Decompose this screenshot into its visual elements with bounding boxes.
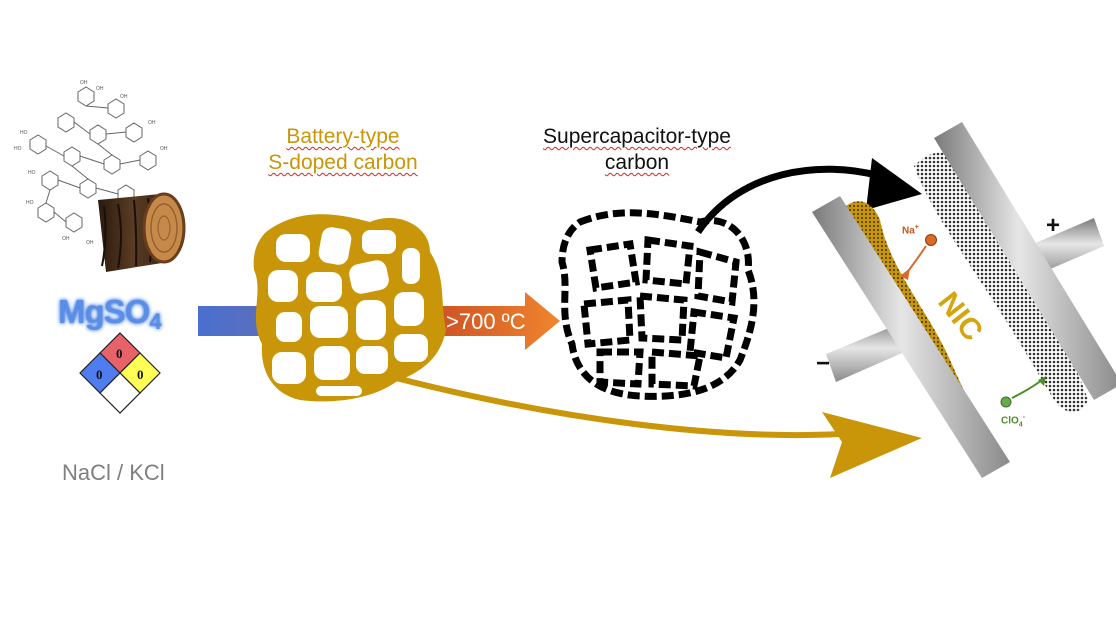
clo4-ion-charge: - bbox=[1022, 414, 1026, 421]
wood-log-icon bbox=[98, 192, 186, 272]
svg-text:HO: HO bbox=[14, 146, 22, 152]
mgso4-main: MgSO bbox=[58, 293, 150, 330]
svg-text:HO: HO bbox=[26, 200, 34, 206]
salt-template-label: NaCl / KCl bbox=[62, 460, 165, 485]
svg-text:OH: OH bbox=[86, 240, 94, 246]
temperature-label: >700 ºC bbox=[446, 309, 526, 334]
supercap-carbon-label: Supercapacitor-type carbon bbox=[526, 124, 748, 176]
clo4-ion-sub: 4 bbox=[1018, 421, 1023, 429]
negative-terminal-sign: − bbox=[816, 350, 831, 377]
hazard-flammability-value: 0 bbox=[116, 346, 123, 361]
hazard-health-value: 0 bbox=[96, 367, 103, 382]
hazard-reactivity-value: 0 bbox=[137, 367, 144, 382]
mgso4-sub: 4 bbox=[149, 309, 161, 334]
clo4-ion-label: ClO4- bbox=[1001, 414, 1025, 428]
clo4-ion-path bbox=[1011, 379, 1043, 399]
battery-carbon-label: Battery-type S-doped carbon bbox=[258, 124, 428, 176]
battery-arrowhead bbox=[822, 412, 922, 478]
na-ion-charge: + bbox=[914, 224, 919, 231]
battery-label-line2: S-doped carbon bbox=[268, 151, 418, 174]
positive-terminal-sign: + bbox=[1046, 212, 1061, 239]
na-ion-text: Na bbox=[902, 225, 915, 237]
supercap-arrow bbox=[695, 165, 881, 234]
svg-text:HO: HO bbox=[28, 170, 36, 176]
supercap-label-line1: Supercapacitor-type bbox=[543, 125, 731, 148]
svg-text:OH: OH bbox=[120, 94, 128, 100]
svg-text:HO: HO bbox=[20, 130, 28, 136]
na-ion-icon bbox=[925, 234, 937, 246]
mgso4-label: MgSO4 bbox=[58, 293, 162, 335]
tannin-molecule bbox=[29, 86, 157, 233]
cathode-supercap-carbon bbox=[914, 152, 1088, 413]
na-ion-label: Na+ bbox=[902, 224, 919, 236]
supercap-carbon-particle bbox=[558, 209, 758, 400]
svg-text:OH: OH bbox=[62, 236, 70, 242]
battery-carbon-particle bbox=[253, 214, 446, 402]
cathode-electrode-rod bbox=[934, 122, 1116, 400]
svg-text:OH: OH bbox=[160, 146, 168, 152]
battery-label-line1: Battery-type bbox=[286, 125, 400, 148]
svg-text:OH: OH bbox=[148, 120, 156, 126]
supercap-arrowhead bbox=[866, 158, 922, 210]
svg-text:OH: OH bbox=[96, 86, 104, 92]
clo4-ion-text: ClO bbox=[1001, 415, 1019, 427]
clo4-ion-icon bbox=[1000, 396, 1012, 408]
hazard-diamond-icon bbox=[79, 332, 161, 414]
supercap-label-line2: carbon bbox=[604, 151, 670, 174]
svg-text:OH: OH bbox=[80, 80, 88, 86]
anode-electrode-rod bbox=[812, 196, 1010, 478]
battery-arrow bbox=[395, 375, 841, 439]
